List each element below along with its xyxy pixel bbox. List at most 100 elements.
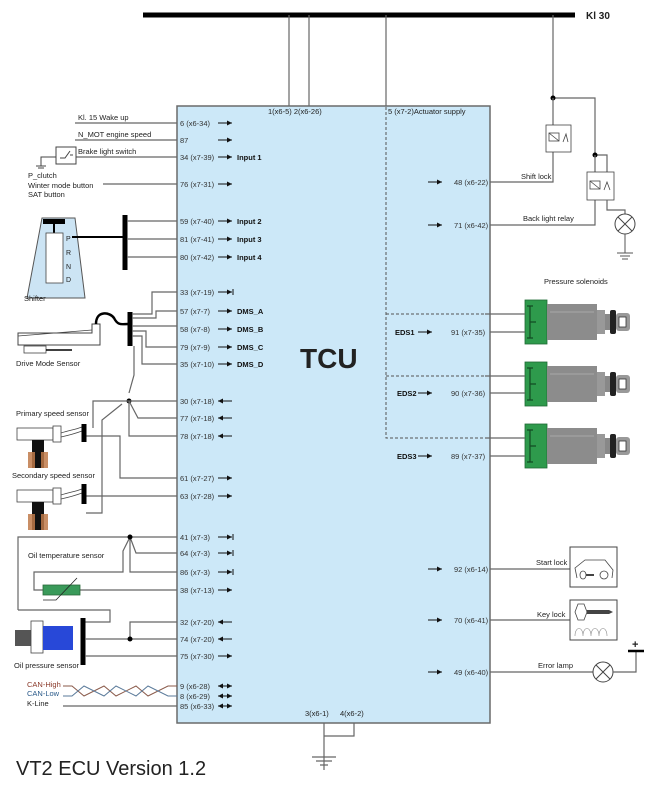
pin-label: 77 (x7-18) — [180, 414, 215, 423]
signal-arrow-icon — [218, 398, 232, 404]
pin-function-label: EDS3 — [397, 452, 417, 461]
key-lock-icon — [569, 599, 618, 641]
signal-arrow-icon — [218, 693, 232, 699]
pressure-solenoid-icon — [524, 299, 630, 345]
signal-arrow-icon — [218, 493, 232, 499]
signal-arrow-icon — [218, 218, 232, 224]
signal-arrow-icon — [218, 683, 232, 689]
pin-label: 63 (x7-28) — [180, 492, 215, 501]
shifter-gate — [45, 232, 64, 284]
tcu-actuator-supply: 5 (x7-2)Actuator supply — [388, 107, 466, 116]
pin-function-label: EDS1 — [395, 328, 415, 337]
signal-arrow-icon — [428, 222, 442, 228]
signal-arrow-icon — [218, 308, 232, 314]
plus-sign: + — [632, 639, 638, 651]
signal-arrow-icon — [418, 453, 432, 459]
drive-mode-sensor-icon — [17, 323, 101, 346]
brake-switch-icon — [55, 146, 77, 165]
signal-arrow-icon — [218, 433, 232, 439]
signal-arrow-icon — [218, 475, 232, 481]
speed-signal-wires — [86, 435, 177, 497]
pin-label: 38 (x7-13) — [180, 586, 215, 595]
clutch-label-2: SAT button — [28, 190, 65, 199]
signal-arrow-icon — [218, 326, 232, 332]
signal-arrow-icon — [218, 120, 232, 126]
signal-arrow-icon — [428, 669, 442, 675]
signal-arrow-icon — [218, 289, 234, 295]
signal-arrow-icon — [218, 415, 232, 421]
signal-arrow-icon — [218, 137, 232, 143]
solenoid-wires — [485, 313, 525, 457]
pin-function-label: DMS_C — [237, 343, 264, 352]
can-low-label: CAN-Low — [27, 689, 60, 698]
signal-arrow-icon — [218, 534, 234, 540]
back-light-relay-icon — [586, 171, 615, 201]
tcu-bottom-pin-3: 3(x6-1) — [305, 709, 329, 718]
shifter-p: P — [66, 236, 71, 243]
solenoid-group — [524, 299, 630, 469]
speed-supply-wires — [86, 400, 177, 514]
kline-label: K-Line — [27, 699, 49, 708]
pin-function-label: Input 1 — [237, 153, 262, 162]
signal-arrow-icon — [218, 653, 232, 659]
dms-edge — [17, 329, 93, 337]
pin-function-label: DMS_A — [237, 307, 264, 316]
pin-function-label: DMS_B — [237, 325, 264, 334]
pin-label: 71 (x6-42) — [454, 221, 489, 230]
pin-label: 92 (x6-14) — [454, 565, 489, 574]
pressure-solenoid-icon — [524, 361, 630, 407]
thermistor-arrow — [43, 577, 78, 601]
signal-arrow-icon — [218, 344, 232, 350]
pin-label: 6 (x6-34) — [180, 119, 211, 128]
tcu-label: TCU — [300, 343, 358, 374]
shifter-wires — [127, 220, 177, 258]
lamp-ground-icon — [617, 234, 633, 260]
oil-temp-wires — [17, 536, 177, 610]
shifter-d: D — [66, 277, 71, 284]
pin-label: 58 (x7-8) — [180, 325, 211, 334]
signal-arrow-icon — [218, 569, 234, 575]
pin-label: 79 (x7-9) — [180, 343, 211, 352]
secondary-speed-label: Secondary speed sensor — [12, 471, 95, 480]
can-high-wire[interactable] — [63, 685, 177, 697]
pin-label: 34 (x7-39) — [180, 153, 215, 162]
pin-label: 74 (x7-20) — [180, 635, 215, 644]
signal-arrow-icon — [218, 636, 232, 642]
oil-temp-label: Oil temperature sensor — [28, 551, 105, 560]
signal-arrow-icon — [218, 236, 232, 242]
pressure-solenoid-icon — [524, 423, 630, 469]
pin-function-label: Input 3 — [237, 235, 262, 244]
secondary-speed-sensor-icon — [16, 487, 83, 530]
pin-label: 75 (x7-30) — [180, 652, 215, 661]
pin-label: 41 (x7-3) — [180, 533, 211, 542]
pin-label: 81 (x7-41) — [180, 235, 215, 244]
pin-label: 89 (x7-37) — [451, 452, 486, 461]
shift-lock-relay-icon — [545, 124, 572, 153]
nmot-label: N_MOT engine speed — [78, 130, 151, 139]
oil-temp-junction — [127, 534, 133, 540]
dms-mount — [23, 345, 47, 354]
actuator-dashed-dividers — [386, 313, 485, 377]
pin-label: 59 (x7-40) — [180, 217, 215, 226]
pin-label: 9 (x6-28) — [180, 682, 211, 691]
pin-label: 64 (x7-3) — [180, 549, 211, 558]
pin-label: 76 (x7-31) — [180, 180, 215, 189]
shifter-knob — [43, 219, 65, 224]
can-low-wire[interactable] — [63, 685, 177, 697]
can-high-label: CAN-High — [27, 680, 61, 689]
pin-label: 30 (x7-18) — [180, 397, 215, 406]
tcu-bottom-pin-4: 4(x6-2) — [340, 709, 364, 718]
shift-lock-label: Shift lock — [521, 172, 552, 181]
pressure-solenoids-label: Pressure solenoids — [544, 277, 608, 286]
dms-label: Drive Mode Sensor — [16, 359, 81, 368]
signal-arrow-icon — [218, 361, 232, 367]
pin-label: 49 (x6-40) — [454, 668, 489, 677]
kl15-label: Kl. 15 Wake up — [78, 113, 129, 122]
signal-arrow-icon — [218, 254, 232, 260]
signal-arrow-icon — [218, 550, 234, 556]
start-lock-icon — [569, 546, 618, 588]
ground-wire — [323, 723, 355, 770]
pin-label: 33 (x7-19) — [180, 288, 215, 297]
oil-temp-sensor-icon — [42, 584, 81, 596]
